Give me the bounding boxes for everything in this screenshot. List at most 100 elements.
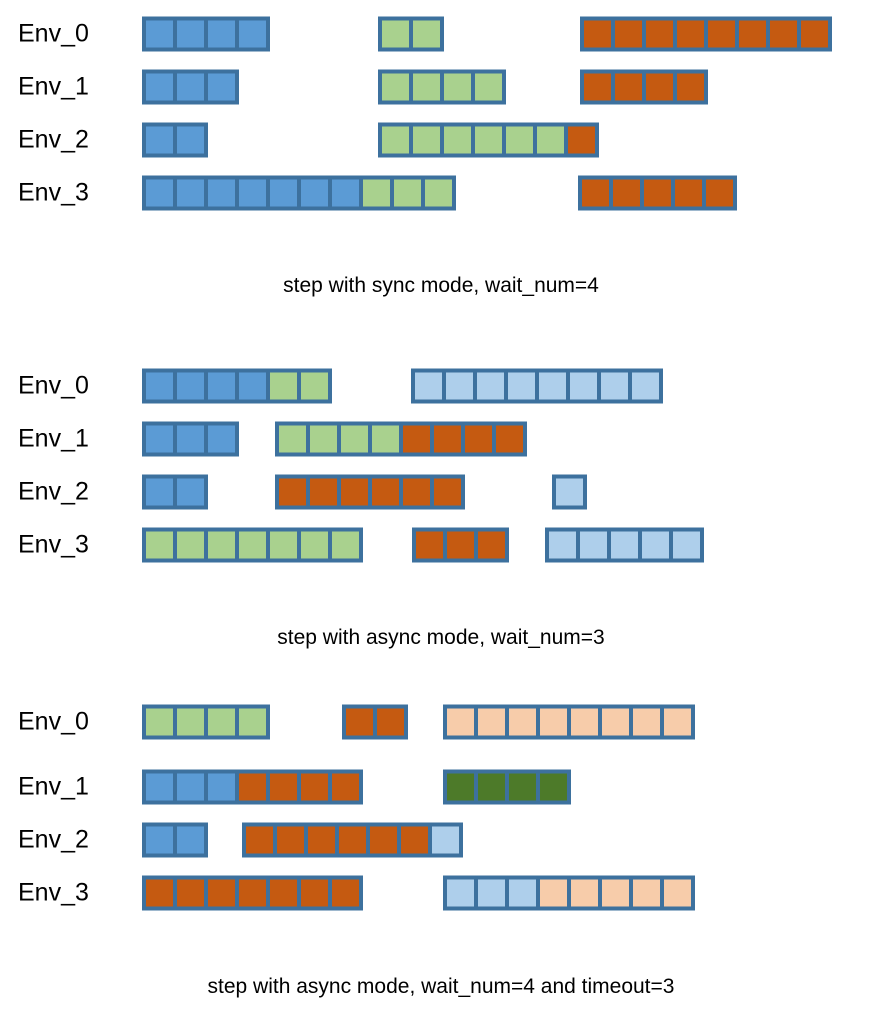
step-cell-blue xyxy=(146,20,173,48)
step-cell-blue xyxy=(146,372,173,400)
step-cell-dark-green xyxy=(478,773,505,801)
step-cell-blue xyxy=(208,20,235,48)
step-cell-green xyxy=(382,73,409,101)
step-cell-light-blue xyxy=(446,372,473,400)
step-block-group xyxy=(142,822,208,858)
step-cell-blue xyxy=(146,73,173,101)
step-cell-orange xyxy=(675,179,702,207)
step-block-group xyxy=(242,822,463,858)
env-row-label: Env_3 xyxy=(18,878,89,907)
step-block-group xyxy=(275,474,465,510)
step-cell-dark-green xyxy=(540,773,567,801)
step-cell-orange xyxy=(301,879,328,907)
step-block-group xyxy=(545,527,704,563)
step-cell-blue xyxy=(146,826,173,854)
step-cell-orange xyxy=(372,478,399,506)
step-cell-light-blue xyxy=(549,531,576,559)
step-cell-light-blue xyxy=(570,372,597,400)
step-cell-orange xyxy=(677,20,704,48)
env-row-label: Env_1 xyxy=(18,72,89,101)
step-cell-peach xyxy=(664,708,691,736)
step-cell-blue xyxy=(239,372,266,400)
step-block-group xyxy=(443,769,571,805)
step-cell-orange xyxy=(370,826,397,854)
step-block-group xyxy=(142,769,363,805)
step-cell-peach xyxy=(633,708,660,736)
step-cell-peach xyxy=(571,879,598,907)
step-block-group xyxy=(378,122,599,158)
step-cell-blue xyxy=(208,73,235,101)
step-cell-green xyxy=(475,126,502,154)
step-cell-blue xyxy=(177,826,204,854)
step-cell-green xyxy=(444,126,471,154)
step-cell-green xyxy=(382,126,409,154)
step-block-group xyxy=(142,368,332,404)
step-cell-orange xyxy=(332,773,359,801)
step-cell-peach xyxy=(540,708,567,736)
step-cell-blue xyxy=(208,773,235,801)
step-cell-peach xyxy=(571,708,598,736)
step-block-group xyxy=(580,16,832,52)
step-block-group xyxy=(142,474,208,510)
step-cell-light-blue xyxy=(632,372,659,400)
env-timeline-row: Env_0 xyxy=(0,700,882,744)
step-cell-blue xyxy=(177,478,204,506)
step-cell-orange xyxy=(739,20,766,48)
step-cell-orange xyxy=(677,73,704,101)
step-cell-orange xyxy=(246,826,273,854)
step-cell-orange xyxy=(708,20,735,48)
step-cell-green xyxy=(382,20,409,48)
step-cell-orange xyxy=(332,879,359,907)
step-cell-blue xyxy=(177,773,204,801)
env-row-label: Env_2 xyxy=(18,125,89,154)
step-cell-green xyxy=(372,425,399,453)
step-cell-orange xyxy=(584,20,611,48)
step-cell-dark-green xyxy=(509,773,536,801)
step-cell-orange xyxy=(279,478,306,506)
step-cell-green xyxy=(270,372,297,400)
step-cell-light-blue xyxy=(477,372,504,400)
step-cell-green xyxy=(208,708,235,736)
env-timeline-row: Env_1 xyxy=(0,65,882,109)
step-cell-green xyxy=(177,531,204,559)
step-cell-blue xyxy=(270,179,297,207)
step-cell-blue xyxy=(177,179,204,207)
step-block-group xyxy=(142,69,239,105)
step-cell-light-blue xyxy=(580,531,607,559)
env-row-label: Env_3 xyxy=(18,530,89,559)
step-cell-light-blue xyxy=(447,879,474,907)
step-cell-orange xyxy=(801,20,828,48)
env-timeline-row: Env_1 xyxy=(0,765,882,809)
step-cell-blue xyxy=(301,179,328,207)
step-cell-orange xyxy=(403,478,430,506)
step-cell-blue xyxy=(146,425,173,453)
step-cell-orange xyxy=(434,478,461,506)
step-cell-light-blue xyxy=(642,531,669,559)
step-cell-orange xyxy=(310,478,337,506)
step-block-group xyxy=(443,704,695,740)
step-block-group xyxy=(275,421,527,457)
step-block-group xyxy=(142,527,363,563)
step-block-group xyxy=(552,474,587,510)
panel-caption: step with async mode, wait_num=3 xyxy=(277,626,605,649)
step-cell-blue xyxy=(177,73,204,101)
env-timeline-row: Env_2 xyxy=(0,470,882,514)
step-cell-orange xyxy=(177,879,204,907)
step-cell-green xyxy=(279,425,306,453)
step-cell-green xyxy=(239,531,266,559)
step-cell-green xyxy=(444,73,471,101)
step-cell-orange xyxy=(584,73,611,101)
env-row-label: Env_1 xyxy=(18,772,89,801)
step-cell-orange xyxy=(496,425,523,453)
step-cell-orange xyxy=(301,773,328,801)
step-cell-blue xyxy=(177,425,204,453)
env-timeline-row: Env_3 xyxy=(0,523,882,567)
env-row-label: Env_0 xyxy=(18,371,89,400)
step-block-group xyxy=(342,704,408,740)
step-block-group xyxy=(580,69,708,105)
env-row-label: Env_0 xyxy=(18,707,89,736)
env-timeline-row: Env_3 xyxy=(0,871,882,915)
step-block-group xyxy=(142,175,456,211)
step-cell-dark-green xyxy=(447,773,474,801)
step-cell-blue xyxy=(146,126,173,154)
